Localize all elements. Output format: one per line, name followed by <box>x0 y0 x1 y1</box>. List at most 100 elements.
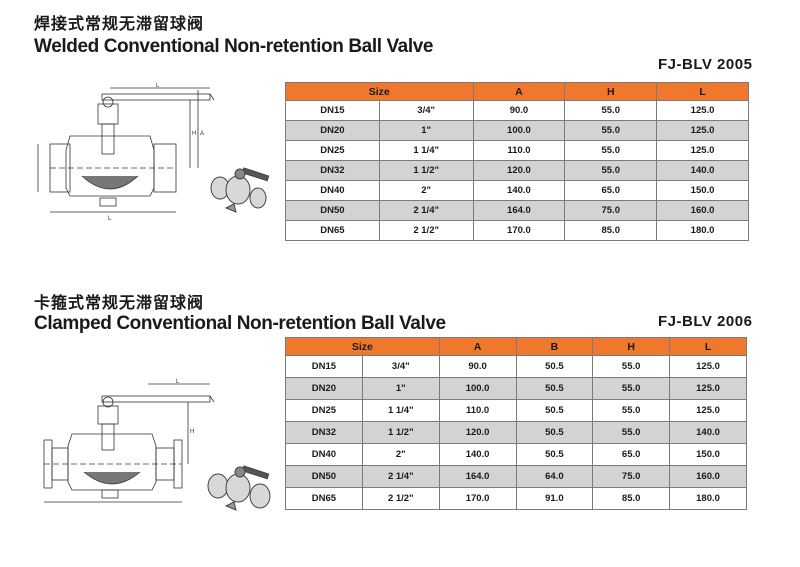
table-cell: 140.0 <box>669 421 747 444</box>
table-cell: 170.0 <box>472 220 566 241</box>
table-cell: 160.0 <box>656 200 749 221</box>
section1-title-cn: 焊接式常规无滞留球阀 <box>34 14 205 33</box>
table-cell: 1 1/4" <box>378 140 474 161</box>
table-cell: 1 1/2" <box>361 421 440 444</box>
table-cell: 55.0 <box>592 399 671 422</box>
header-b: B <box>515 337 594 356</box>
table-cell: 150.0 <box>669 443 747 466</box>
table-cell: 140.0 <box>472 180 566 201</box>
header-a: A <box>438 337 517 356</box>
table-cell: 1 1/4" <box>361 399 440 422</box>
table-cell: 85.0 <box>564 220 658 241</box>
table-cell: 55.0 <box>564 140 658 161</box>
table-cell: 90.0 <box>438 355 517 378</box>
table-cell: 2 1/2" <box>361 487 440 510</box>
header-size: Size <box>285 337 440 356</box>
table-cell: DN50 <box>285 465 363 488</box>
table-cell: 65.0 <box>564 180 658 201</box>
header-size: Size <box>285 82 474 101</box>
table-cell: 65.0 <box>592 443 671 466</box>
table-cell: DN32 <box>285 160 380 181</box>
table-cell: 2 1/4" <box>378 200 474 221</box>
valve-technical-drawing: L H A L <box>37 83 215 220</box>
table-cell: DN25 <box>285 399 363 422</box>
table-cell: 91.0 <box>515 487 594 510</box>
valve-technical-drawing: L H <box>43 379 215 503</box>
valve-photo <box>210 167 270 213</box>
table-cell: DN32 <box>285 421 363 444</box>
table-cell: 125.0 <box>656 140 749 161</box>
table-cell: 1" <box>378 120 474 141</box>
table-cell: 3/4" <box>361 355 440 378</box>
table-cell: 55.0 <box>564 100 658 121</box>
table-cell: 64.0 <box>515 465 594 488</box>
table-cell: 180.0 <box>656 220 749 241</box>
table-cell: DN25 <box>285 140 380 161</box>
svg-text:A: A <box>200 131 204 137</box>
table-cell: 90.0 <box>472 100 566 121</box>
table-cell: 164.0 <box>472 200 566 221</box>
table-header-row: Size A B H L <box>285 337 747 356</box>
table-cell: 125.0 <box>656 120 749 141</box>
section2-title-cn: 卡箍式常规无滞留球阀 <box>34 293 205 312</box>
svg-text:L: L <box>176 379 180 385</box>
table-cell: 75.0 <box>592 465 671 488</box>
table-cell: 160.0 <box>669 465 747 488</box>
table-cell: 75.0 <box>564 200 658 221</box>
table-cell: 50.5 <box>515 377 594 400</box>
table-cell: 3/4" <box>378 100 474 121</box>
valve-photo <box>207 465 271 511</box>
table-cell: 2 1/4" <box>361 465 440 488</box>
table-cell: DN15 <box>285 355 363 378</box>
table-cell: 50.5 <box>515 355 594 378</box>
table-cell: 1 1/2" <box>378 160 474 181</box>
section1-product-code: FJ-BLV 2005 <box>658 56 753 73</box>
table-cell: 85.0 <box>592 487 671 510</box>
header-a: A <box>472 82 566 101</box>
header-h: H <box>592 337 671 356</box>
table-cell: 55.0 <box>592 377 671 400</box>
table-cell: DN65 <box>285 487 363 510</box>
svg-text:L: L <box>156 83 160 89</box>
table-cell: 120.0 <box>472 160 566 181</box>
table-cell: 2" <box>361 443 440 466</box>
table-cell: 125.0 <box>669 377 747 400</box>
table-cell: DN50 <box>285 200 380 221</box>
svg-text:H: H <box>192 131 196 137</box>
table-cell: 140.0 <box>438 443 517 466</box>
table-cell: 125.0 <box>656 100 749 121</box>
table-cell: DN20 <box>285 377 363 400</box>
table-cell: 150.0 <box>656 180 749 201</box>
table-cell: 120.0 <box>438 421 517 444</box>
table-cell: 55.0 <box>564 160 658 181</box>
table-cell: 50.5 <box>515 421 594 444</box>
table-cell: 170.0 <box>438 487 517 510</box>
section2-title-en: Clamped Conventional Non-retention Ball … <box>34 313 446 334</box>
table-cell: 125.0 <box>669 399 747 422</box>
table-header-row: Size A H L <box>285 82 749 101</box>
header-l: L <box>656 82 749 101</box>
table-cell: DN40 <box>285 180 380 201</box>
table-cell: 100.0 <box>438 377 517 400</box>
svg-text:H: H <box>190 429 194 435</box>
table-cell: 164.0 <box>438 465 517 488</box>
table-cell: 50.5 <box>515 443 594 466</box>
table-cell: 180.0 <box>669 487 747 510</box>
table-cell: 1" <box>361 377 440 400</box>
table-cell: DN65 <box>285 220 380 241</box>
